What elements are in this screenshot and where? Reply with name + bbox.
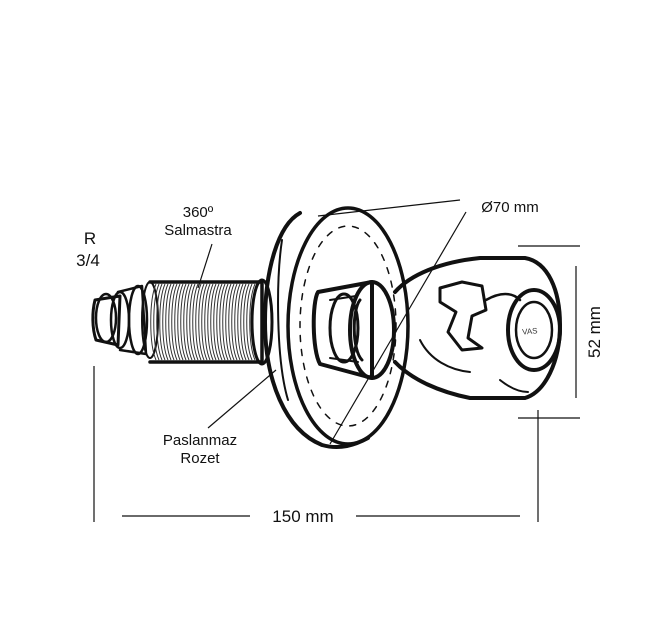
thread-groove <box>189 283 196 361</box>
thread-groove <box>204 283 211 361</box>
thread-groove <box>150 283 157 361</box>
thread-groove <box>159 283 166 361</box>
hose-nipple <box>91 281 159 359</box>
thread-groove <box>198 283 205 361</box>
thread-groove <box>162 283 169 361</box>
thread-groove <box>180 283 187 361</box>
thread-groove <box>186 283 193 361</box>
thread-groove <box>168 283 175 361</box>
salmastra-label-bottom: Salmastra <box>164 222 232 239</box>
thread-groove <box>219 283 226 361</box>
thread-groove <box>156 283 163 361</box>
length-label: 150 mm <box>272 507 333 526</box>
diameter-leader-top <box>317 199 461 217</box>
rozet-label-bottom: Rozet <box>180 450 220 467</box>
thread-groove <box>207 283 214 361</box>
valve-illustration: VAS <box>91 206 562 449</box>
thread-groove <box>177 283 184 361</box>
thread-groove <box>195 283 202 361</box>
rozet-leader <box>207 369 277 429</box>
thread-groove <box>174 283 181 361</box>
thread-groove <box>165 283 172 361</box>
thread-groove <box>213 283 220 361</box>
thread-groove <box>222 283 229 361</box>
height-label: 52 mm <box>585 306 604 358</box>
thread-groove <box>234 283 241 361</box>
thread-groove <box>153 283 160 361</box>
salmastra-label-top: 360º <box>183 204 214 221</box>
thread-groove <box>231 283 238 361</box>
thread-groove <box>246 283 253 361</box>
thread-groove <box>225 283 232 361</box>
thread-groove <box>249 283 256 361</box>
thread-label-r: R <box>84 229 96 248</box>
thread-groove <box>228 283 235 361</box>
thread-groove <box>216 283 223 361</box>
thread-groove <box>237 283 244 361</box>
rosette-plate <box>263 206 410 449</box>
labels: R 3/4 360º Salmastra Paslanmaz Rozet Ø70… <box>76 199 604 526</box>
thread-groove <box>171 283 178 361</box>
thread-groove <box>183 283 190 361</box>
dimension-lines <box>93 245 580 522</box>
thread-groove <box>192 283 199 361</box>
diameter-leader-diagonal <box>329 211 467 445</box>
threaded-body <box>148 278 274 366</box>
thread-groove <box>201 283 208 361</box>
rozet-label-top: Paslanmaz <box>163 432 237 449</box>
thread-label-size: 3/4 <box>76 251 100 270</box>
valve-collar <box>311 280 396 380</box>
thread-groove <box>210 283 217 361</box>
thread-groove <box>243 283 250 361</box>
leader-lines <box>197 199 467 445</box>
salmastra-leader <box>197 243 213 289</box>
diameter-label: Ø70 mm <box>481 199 539 216</box>
thread-groove <box>240 283 247 361</box>
valve-handle: VAS <box>393 256 562 400</box>
brand-mark: VAS <box>522 326 538 336</box>
